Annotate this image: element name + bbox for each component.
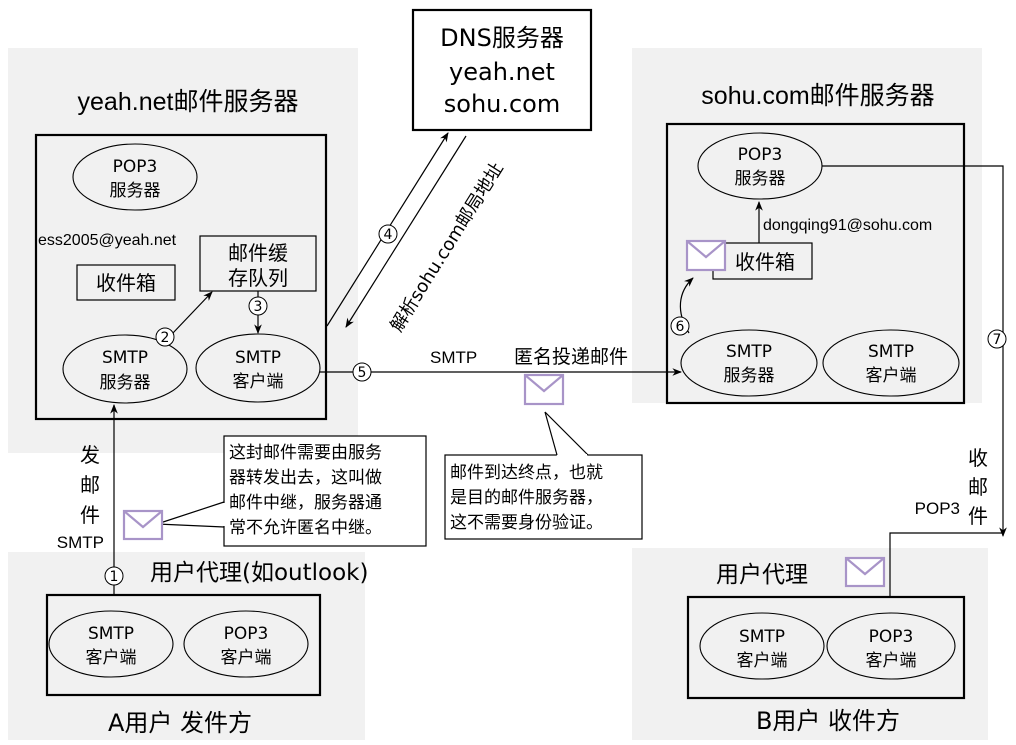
sender-agent-pop3-client-line2: 客户端: [221, 648, 272, 668]
dns-entry: yeah.net: [449, 58, 555, 86]
receive-protocol-label: POP3: [915, 499, 960, 518]
sender-smtp-client: [195, 333, 321, 403]
receiver-pop3-server: [697, 132, 823, 200]
receiver-smtp-server-line1: SMTP: [726, 342, 772, 362]
sender-server-title: yeah.net邮件服务器: [78, 88, 299, 116]
sender-inbox: [76, 264, 176, 301]
step-2-arrow: [171, 291, 213, 335]
sender-smtp-client-line1: SMTP: [235, 348, 281, 368]
receiver-user-agent: 用户代理 SMTP 客户端 POP3 客户端 B用户 收件方: [686, 556, 966, 735]
receiver-agent-title: 用户代理: [716, 562, 808, 588]
sender-user-agent: 用户代理(如outlook) SMTP 客户端 POP3 客户端 A用户 发件方: [45, 560, 368, 737]
mail-queue-line1: 邮件缓: [228, 241, 288, 265]
dns-server: DNS服务器 yeah.net sohu.com: [411, 8, 593, 132]
sender-agent-pop3-client-line1: POP3: [224, 624, 269, 644]
step-marker-5: 5: [352, 362, 372, 382]
sender-agent-pop3-client: [183, 610, 309, 678]
step-number: 2: [161, 330, 170, 346]
receiver-agent-pop3-client-line1: POP3: [869, 627, 914, 647]
step-number: 1: [110, 569, 119, 585]
send-mail-char: 件: [80, 503, 100, 527]
step-marker-6: 6: [670, 316, 690, 336]
step-marker-1: 1: [104, 566, 124, 586]
sender-smtp-server-line1: SMTP: [102, 348, 148, 368]
relay-note-line: 器转发出去，这叫做: [229, 468, 382, 488]
relay-protocol-label: SMTP: [430, 348, 477, 367]
sender-agent-smtp-client-line1: SMTP: [88, 624, 134, 644]
step-number: 6: [676, 319, 685, 335]
relay-note-line: 这封邮件需要由服务: [229, 443, 382, 463]
receiver-smtp-server: [680, 329, 818, 397]
step-marker-4: 4: [378, 224, 398, 244]
receiver-smtp-client-line2: 客户端: [866, 366, 917, 386]
relay-note: 这封邮件需要由服务 器转发出去，这叫做 邮件中继，服务器通 常不允许匿名中继。: [156, 435, 427, 547]
receive-mail-char: 邮: [968, 475, 988, 499]
envelope-icon: [523, 373, 565, 406]
destination-note-box: [444, 454, 643, 540]
sender-mail-server: yeah.net邮件服务器 POP3 服务器 ess2005@yeah.net …: [34, 88, 328, 421]
dns-server-box: [411, 8, 593, 132]
step-4-response-arrow: [345, 135, 467, 328]
step-number: 4: [384, 227, 393, 243]
dns-entry: sohu.com: [444, 90, 561, 118]
send-mail-char: 邮: [80, 473, 100, 497]
receiver-server-title: sohu.com邮件服务器: [701, 82, 934, 110]
relay-note-box: [223, 435, 427, 547]
receiver-pop3-server-line1: POP3: [738, 145, 783, 165]
envelope-icon: [844, 556, 886, 588]
send-protocol-label: SMTP: [57, 533, 104, 552]
sender-smtp-server-line2: 服务器: [100, 373, 151, 393]
relay-note-line: 邮件中继，服务器通: [229, 493, 382, 513]
sender-inbox-label: 收件箱: [96, 271, 156, 295]
step-number: 5: [358, 365, 367, 381]
receiver-mailbox-address: dongqing91@sohu.com: [763, 217, 932, 234]
sender-agent-smtp-client: [48, 610, 174, 678]
receiver-pop3-server-line2: 服务器: [735, 169, 786, 189]
dns-resolve-label: 解析sohu.com邮局地址: [386, 159, 507, 336]
receiver-agent-pop3-client: [826, 612, 956, 680]
sender-mailbox-address: ess2005@yeah.net: [38, 232, 177, 249]
sender-pop3-server-line2: 服务器: [110, 181, 161, 201]
step-number: 3: [254, 299, 263, 315]
destination-note-line: 这不需要身份验证。: [450, 513, 603, 533]
receiver-smtp-server-line2: 服务器: [724, 366, 775, 386]
receive-mail-char: 件: [968, 504, 988, 528]
destination-note-line: 是目的邮件服务器，: [450, 488, 603, 508]
sender-agent-title: 用户代理(如outlook): [150, 560, 368, 586]
dns-server-title: DNS服务器: [440, 24, 564, 52]
destination-note-line: 邮件到达终点，也就: [450, 463, 603, 483]
receiver-inbox-label: 收件箱: [735, 250, 795, 274]
receive-mail-char: 收: [968, 446, 988, 470]
sender-agent-caption: A用户 发件方: [108, 709, 252, 737]
receiver-agent-smtp-client-line1: SMTP: [739, 627, 785, 647]
receiver-agent-smtp-client-line2: 客户端: [737, 651, 788, 671]
receiver-agent-caption: B用户 收件方: [756, 707, 900, 735]
relay-desc-label: 匿名投递邮件: [514, 346, 628, 368]
mail-queue-line2: 存队列: [228, 266, 288, 290]
sender-pop3-server: [72, 143, 198, 211]
sender-smtp-client-line2: 客户端: [233, 372, 284, 392]
receiver-agent-smtp-client: [699, 612, 825, 680]
receiver-smtp-client: [822, 329, 960, 397]
sender-agent-smtp-client-line2: 客户端: [86, 648, 137, 668]
step-number: 7: [993, 332, 1002, 348]
step-marker-3: 3: [248, 296, 268, 316]
relay-note-line: 常不允许匿名中继。: [229, 518, 382, 538]
receiver-agent-pop3-client-line2: 客户端: [866, 651, 917, 671]
receiver-mail-server: sohu.com邮件服务器 POP3 服务器 dongqing91@sohu.c…: [665, 82, 966, 405]
step-marker-7: 7: [987, 329, 1007, 349]
receiver-inbox: [712, 242, 813, 280]
step-marker-2: 2: [155, 327, 175, 347]
step-7-client-link: [889, 532, 1003, 612]
envelope-icon: [685, 239, 727, 272]
send-mail-char: 发: [80, 443, 100, 467]
destination-note: 邮件到达终点，也就 是目的邮件服务器， 这不需要身份验证。: [444, 411, 643, 540]
receiver-smtp-client-line1: SMTP: [868, 342, 914, 362]
envelope-icon: [122, 509, 164, 541]
sender-smtp-server: [62, 334, 188, 404]
mail-queue: [199, 235, 317, 292]
step-7-pop3-path: [822, 165, 1007, 537]
sender-pop3-server-line1: POP3: [113, 157, 158, 177]
